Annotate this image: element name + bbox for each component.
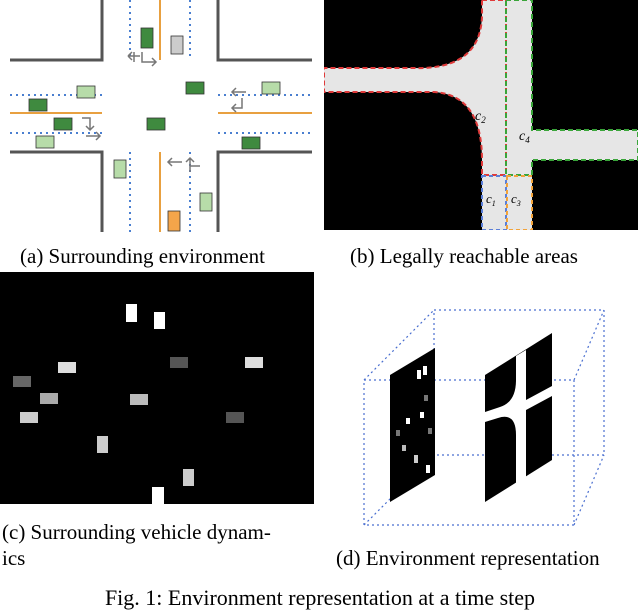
vehicle-cell bbox=[58, 362, 76, 373]
vehicle-cell bbox=[417, 370, 421, 379]
vehicle bbox=[199, 192, 213, 212]
arrow-icon bbox=[185, 156, 200, 172]
vehicle-cell bbox=[13, 376, 31, 387]
caption-c-line2: ics bbox=[2, 546, 26, 570]
panel-environment-representation bbox=[330, 300, 640, 530]
caption-c-line1: (c) Surrounding vehicle dynam- bbox=[2, 520, 271, 544]
label-c3: c3 bbox=[511, 191, 521, 208]
reachable-areas-map: c2 c4 c1 c3 bbox=[324, 0, 638, 230]
caption-a: (a) Surrounding environment bbox=[20, 244, 265, 268]
vehicle bbox=[140, 27, 154, 49]
turn-arrows bbox=[82, 51, 246, 172]
caption-d: (d) Environment representation bbox=[336, 546, 600, 570]
slice-vehicle-cells bbox=[396, 366, 432, 473]
area-c3-outline bbox=[506, 175, 533, 230]
road-edge-nw bbox=[10, 0, 104, 62]
road-edge-se bbox=[216, 150, 312, 232]
label-c2: c2 bbox=[475, 109, 486, 125]
vehicle-cell bbox=[406, 418, 410, 424]
vehicle bbox=[241, 136, 261, 150]
vehicle-cell bbox=[420, 412, 424, 418]
vehicle-cell bbox=[130, 394, 148, 405]
area-c1-outline bbox=[481, 175, 507, 230]
slice-drivable-area bbox=[485, 350, 552, 484]
figure-caption: Fig. 1: Environment representation at a … bbox=[104, 585, 536, 610]
arrow-icon bbox=[166, 157, 182, 167]
vehicle-cell bbox=[20, 412, 38, 423]
vehicle-dynamics-map bbox=[0, 272, 314, 504]
vehicle-cell bbox=[396, 430, 400, 436]
vehicle-cell bbox=[170, 357, 188, 368]
vehicle-cell bbox=[226, 412, 244, 423]
cube-edge bbox=[363, 454, 435, 526]
vehicle-cell bbox=[40, 393, 58, 404]
road-edge-sw bbox=[10, 150, 104, 232]
area-c2-outline bbox=[324, 0, 507, 176]
vehicle-cell bbox=[424, 395, 428, 401]
vehicle-cell bbox=[426, 465, 430, 473]
slice-background bbox=[390, 348, 435, 502]
vehicle-cell bbox=[428, 428, 432, 434]
label-c4: c4 bbox=[519, 129, 530, 145]
slice-vehicle-dynamics bbox=[390, 348, 435, 502]
arrow-icon bbox=[86, 131, 102, 141]
vehicles bbox=[28, 27, 281, 232]
ego-vehicle bbox=[167, 210, 181, 232]
arrow-icon bbox=[141, 52, 158, 67]
vehicle bbox=[146, 117, 166, 131]
road-edge-ne bbox=[216, 0, 312, 62]
vehicle bbox=[170, 35, 184, 55]
vehicle bbox=[28, 98, 48, 112]
vehicle-cell bbox=[152, 487, 164, 504]
vehicle-cell bbox=[245, 357, 263, 368]
vehicle bbox=[53, 117, 73, 131]
arrow-icon bbox=[82, 117, 95, 132]
cube-edge bbox=[573, 454, 605, 526]
vehicle bbox=[261, 81, 281, 95]
panel-surrounding-environment bbox=[10, 0, 312, 232]
vehicle-cell bbox=[402, 445, 406, 451]
slice-reachable-areas bbox=[485, 333, 552, 502]
cube-front-face bbox=[363, 379, 575, 526]
panel-surrounding-vehicle-dynamics bbox=[0, 272, 314, 504]
vehicle-cell bbox=[423, 366, 427, 375]
vehicle bbox=[35, 135, 55, 149]
vehicle bbox=[76, 85, 96, 99]
arrow-icon bbox=[127, 51, 140, 62]
caption-b: (b) Legally reachable areas bbox=[350, 244, 578, 268]
drivable-area bbox=[324, 0, 638, 230]
label-c1: c1 bbox=[486, 191, 496, 208]
vehicle-cell bbox=[154, 312, 165, 329]
vehicle-cell bbox=[414, 455, 418, 463]
arrow-icon bbox=[230, 87, 246, 97]
vehicle-cell bbox=[126, 304, 137, 322]
vehicle-cells bbox=[13, 304, 263, 504]
stacked-representation bbox=[363, 309, 605, 526]
cube-edge bbox=[573, 309, 605, 381]
arrow-icon bbox=[230, 98, 243, 113]
intersection-scene bbox=[10, 0, 312, 232]
vehicle bbox=[185, 81, 205, 95]
vehicle bbox=[113, 159, 127, 179]
background bbox=[0, 272, 314, 504]
vehicle-cell bbox=[183, 469, 194, 486]
cube-edge bbox=[363, 309, 435, 381]
panel-legally-reachable-areas: c2 c4 c1 c3 bbox=[324, 0, 638, 230]
vehicle-cell bbox=[97, 436, 108, 453]
